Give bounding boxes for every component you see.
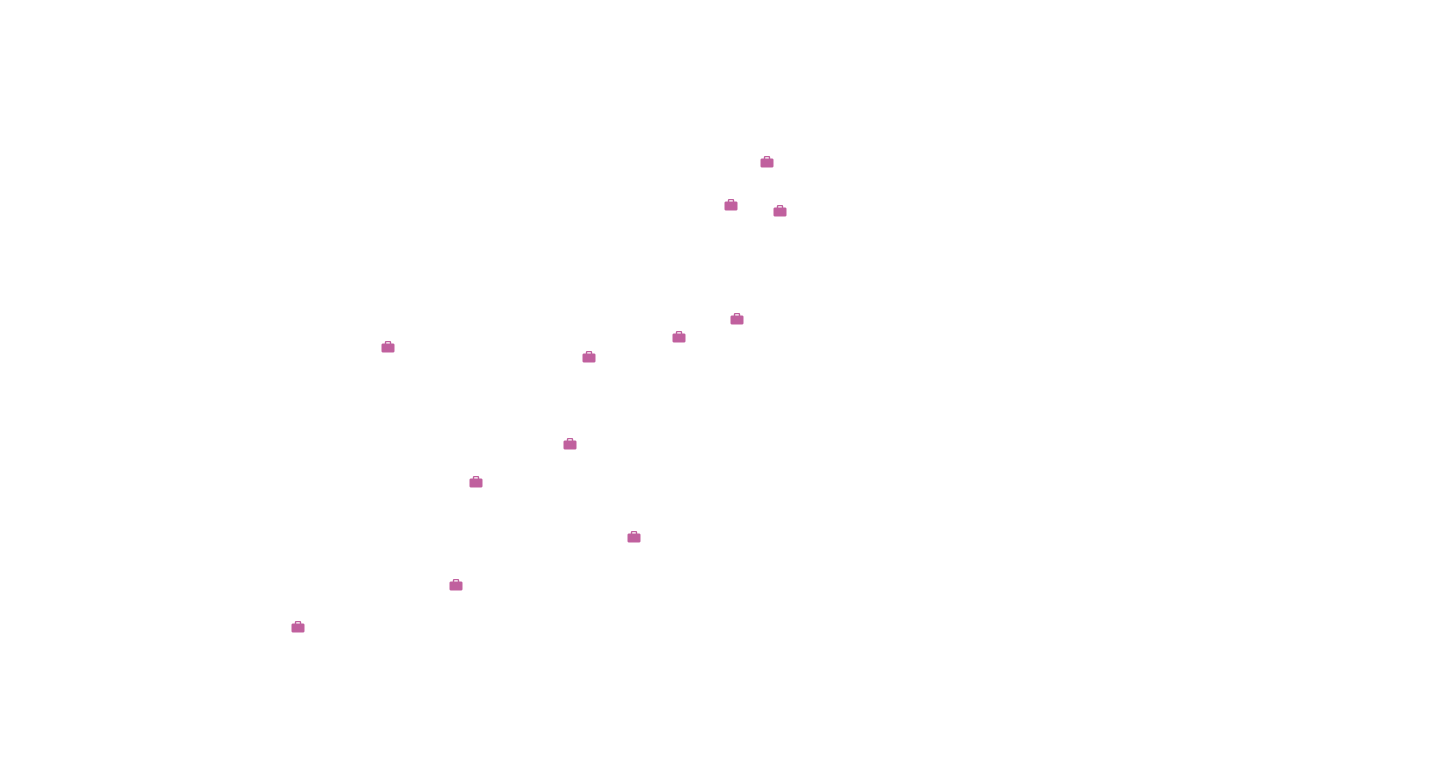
map-marker[interactable] <box>449 579 463 591</box>
map-marker[interactable] <box>773 205 787 217</box>
map-marker[interactable] <box>730 313 744 325</box>
map-marker[interactable] <box>381 341 395 353</box>
briefcase-icon <box>582 351 596 363</box>
briefcase-icon <box>563 438 577 450</box>
briefcase-icon <box>291 621 305 633</box>
map-marker[interactable] <box>563 438 577 450</box>
map-marker[interactable] <box>760 156 774 168</box>
briefcase-icon <box>381 341 395 353</box>
map-marker[interactable] <box>291 621 305 633</box>
map-marker[interactable] <box>627 531 641 543</box>
briefcase-icon <box>760 156 774 168</box>
briefcase-icon <box>627 531 641 543</box>
briefcase-icon <box>730 313 744 325</box>
briefcase-icon <box>724 199 738 211</box>
map-marker[interactable] <box>469 476 483 488</box>
map-marker[interactable] <box>672 331 686 343</box>
map-marker[interactable] <box>582 351 596 363</box>
map-marker[interactable] <box>724 199 738 211</box>
briefcase-icon <box>773 205 787 217</box>
briefcase-icon <box>469 476 483 488</box>
briefcase-icon <box>449 579 463 591</box>
briefcase-icon <box>672 331 686 343</box>
